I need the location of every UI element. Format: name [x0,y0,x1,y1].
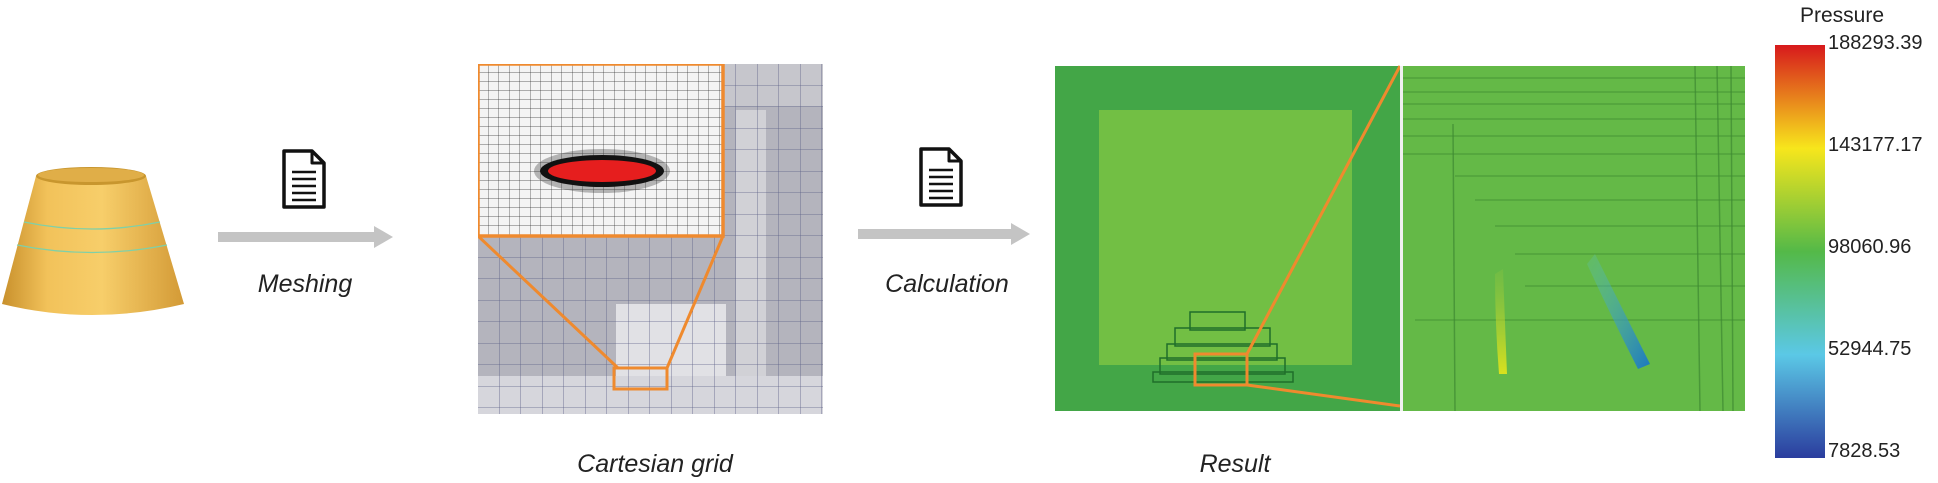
pressure-colorbar [1775,45,1825,458]
meshing-label: Meshing [257,270,353,298]
document-icon [282,149,326,209]
document-icon [919,147,963,207]
cartesian-grid-image [478,64,823,414]
right-arrow-icon [218,226,393,248]
cartesian-grid-caption: Cartesian grid [577,450,733,478]
colorbar-tick-min: 7828.53 [1828,440,1901,462]
colorbar-title: Pressure [1800,4,1885,27]
colorbar-tick-mid: 98060.96 [1828,236,1912,258]
colorbar-tick-high: 143177.17 [1828,134,1923,156]
result-caption: Result [1199,450,1271,478]
calculation-label: Calculation [885,270,1009,298]
cone-geometry [2,167,184,315]
right-arrow-icon [858,223,1030,245]
colorbar-tick-max: 188293.39 [1828,32,1923,54]
result-image [1055,65,1745,412]
colorbar-tick-low: 52944.75 [1828,338,1912,360]
